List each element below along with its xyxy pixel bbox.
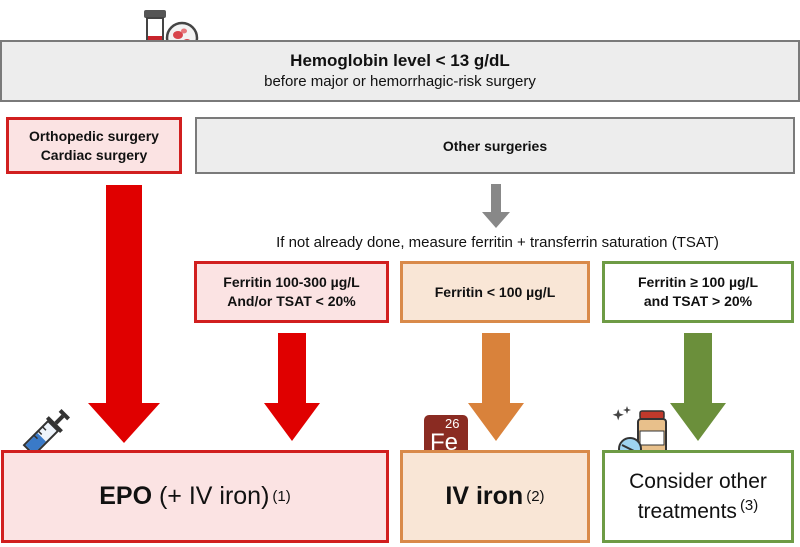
arrow-criterion3-to-other bbox=[670, 333, 726, 441]
ortho-label: Orthopedic surgery bbox=[29, 127, 159, 144]
criterion-3-line-1: Ferritin ≥ 100 µg/L bbox=[638, 274, 758, 290]
epo-reference: (1) bbox=[272, 488, 291, 505]
hemoglobin-criterion-box: Hemoglobin level < 13 g/dL before major … bbox=[0, 40, 800, 102]
arrow-criterion1-to-epo bbox=[264, 333, 320, 441]
criterion-2-line-1: Ferritin < 100 µg/L bbox=[434, 283, 556, 300]
other-treatments-reference: (3) bbox=[739, 496, 759, 514]
other-treatments-line-2-wrap: treatments(3) bbox=[638, 494, 759, 524]
criterion-ferritin-100-300: Ferritin 100-300 µg/L And/or TSAT < 20% bbox=[194, 261, 389, 323]
hemoglobin-subtitle: before major or hemorrhagic-risk surgery bbox=[264, 73, 536, 90]
other-surgeries-label: Other surgeries bbox=[442, 137, 548, 154]
epo-iron-label: (+ IV iron) bbox=[152, 482, 270, 510]
criterion-ferritin-over-100: Ferritin ≥ 100 µg/L and TSAT > 20% bbox=[602, 261, 794, 323]
other-surgeries-box: Other surgeries bbox=[195, 117, 795, 174]
criterion-3-line-2: and TSAT > 20% bbox=[643, 293, 753, 309]
criterion-1-line-1: Ferritin 100-300 µg/L bbox=[223, 274, 360, 290]
other-treatments-line-2: treatments bbox=[637, 499, 737, 523]
ortho-cardiac-box: Orthopedic surgery Cardiac surgery bbox=[6, 117, 182, 174]
outcome-epo-box: EPO (+ IV iron) (1) bbox=[1, 450, 389, 543]
other-treatments-line-1: Consider other bbox=[629, 469, 767, 493]
arrow-ortho-to-epo bbox=[88, 185, 160, 443]
outcome-other-treatments-box: Consider other treatments(3) bbox=[602, 450, 794, 543]
criterion-1-line-2: And/or TSAT < 20% bbox=[227, 293, 356, 309]
epo-label: EPO bbox=[99, 482, 153, 510]
iv-iron-reference: (2) bbox=[526, 488, 545, 505]
arrow-other-to-measure bbox=[482, 184, 510, 228]
arrow-criterion2-to-iron bbox=[468, 333, 524, 441]
outcome-iv-iron-box: IV iron (2) bbox=[400, 450, 590, 543]
hemoglobin-title: Hemoglobin level < 13 g/dL bbox=[290, 51, 510, 70]
criterion-ferritin-under-100: Ferritin < 100 µg/L bbox=[400, 261, 590, 323]
iron-atomic-number: 26 bbox=[445, 416, 460, 431]
cardiac-label: Cardiac surgery bbox=[40, 146, 148, 163]
measure-note: If not already done, measure ferritin + … bbox=[276, 234, 719, 251]
iv-iron-label: IV iron bbox=[445, 482, 524, 510]
